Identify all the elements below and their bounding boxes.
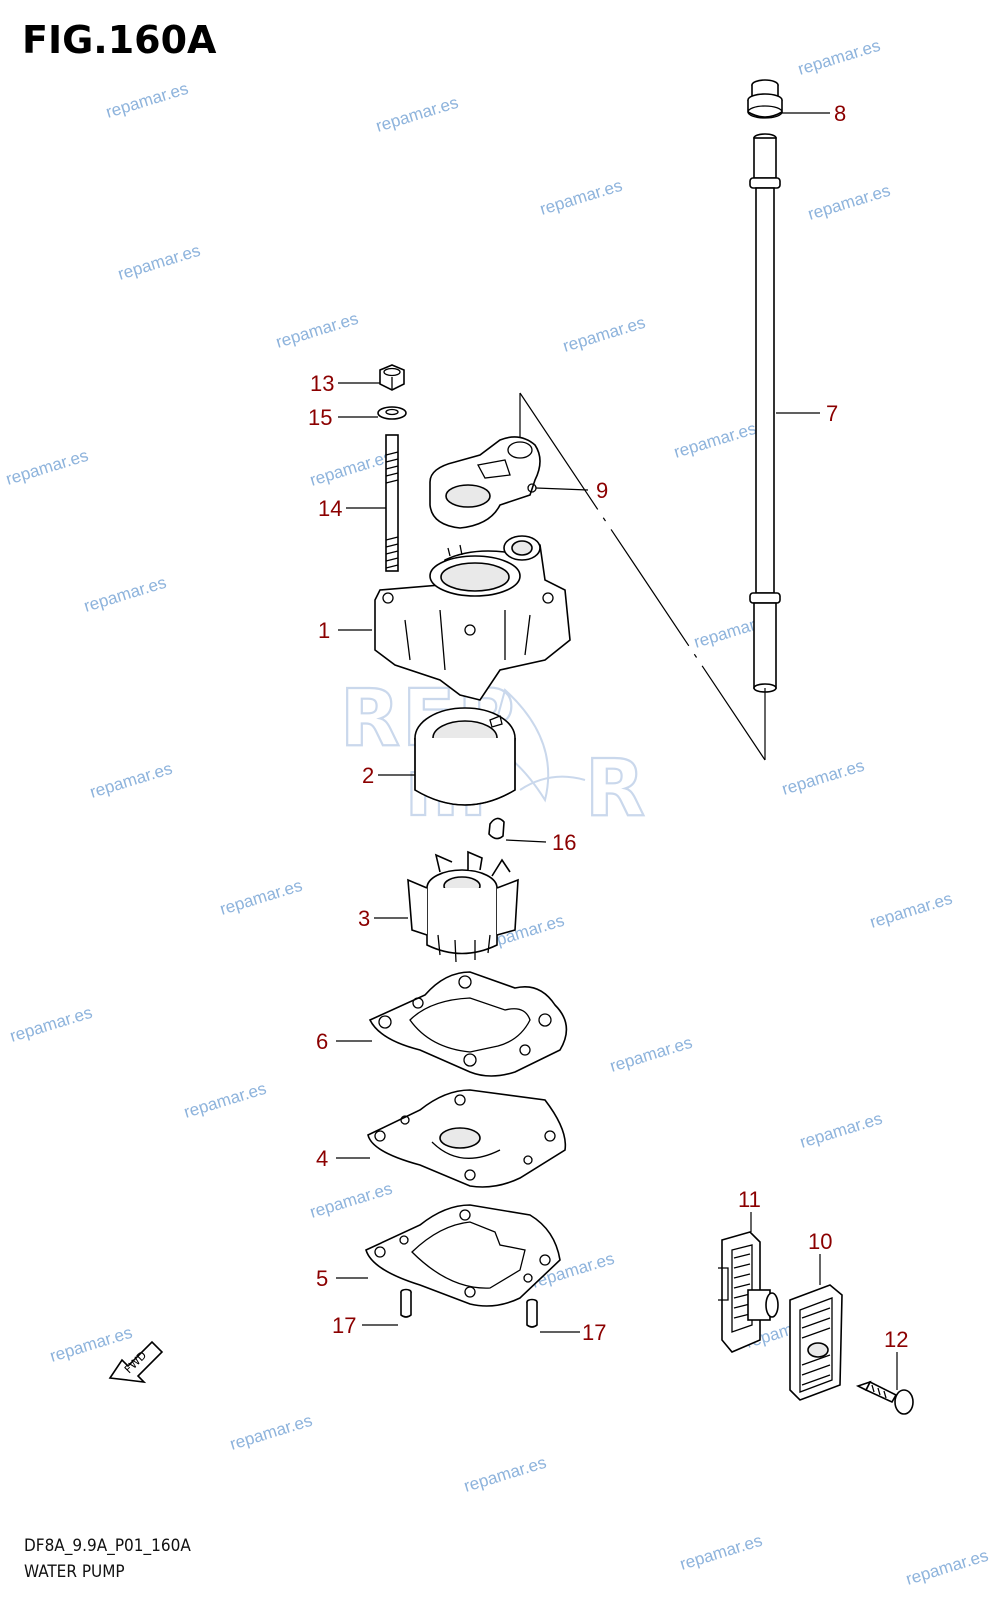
callout-12: 12 [884, 1327, 908, 1352]
watermark-text: repamar.es [228, 1411, 315, 1454]
part-17-dowel-pin-left[interactable] [400, 1288, 412, 1318]
part-5-gasket[interactable] [365, 1204, 561, 1307]
callout-3: 3 [358, 906, 370, 931]
callout-2: 2 [362, 763, 374, 788]
part-2-pump-liner[interactable] [414, 707, 516, 806]
watermark-text: repamar.es [104, 79, 191, 122]
part-3-impeller[interactable] [407, 850, 519, 963]
part-6-gasket[interactable] [368, 971, 568, 1077]
part-11-holder[interactable] [718, 1231, 779, 1353]
watermark-text: repamar.es [82, 573, 169, 616]
part-10-clamp[interactable] [789, 1284, 843, 1401]
watermark-text: repamar.es [8, 1003, 95, 1046]
watermark-text: repamar.es [798, 1109, 885, 1152]
watermark-text: repamar.es [806, 181, 893, 224]
part-12-screw[interactable] [855, 1380, 914, 1415]
callout-16: 16 [552, 830, 576, 855]
callout-17-left: 17 [332, 1313, 356, 1338]
figure-code: DF8A_9.9A_P01_160A [24, 1536, 191, 1556]
watermark-text: repamar.es [4, 446, 91, 489]
callout-7: 7 [826, 401, 838, 426]
watermark-text: repamar.es [780, 756, 867, 799]
callout-17-right: 17 [582, 1320, 606, 1345]
callout-11: 11 [738, 1187, 761, 1212]
callout-1: 1 [318, 618, 330, 643]
callout-10: 10 [808, 1229, 832, 1254]
watermark-text: repamar.es [308, 1179, 395, 1222]
figure-title: FIG.160A [22, 18, 217, 62]
watermark-text: repamar.es [868, 889, 955, 932]
figure-name: WATER PUMP [24, 1562, 125, 1582]
callout-6: 6 [316, 1029, 328, 1054]
part-1-pump-case[interactable] [374, 535, 571, 701]
part-9-tube-guide[interactable] [429, 436, 541, 529]
part-13-nut[interactable] [379, 364, 405, 391]
watermark-text: repamar.es [678, 1531, 765, 1574]
watermark-text: repamar.es [374, 93, 461, 136]
fwd-arrow-icon: FWD [108, 1340, 164, 1384]
callout-9: 9 [596, 478, 608, 503]
part-7-water-tube[interactable] [749, 133, 781, 693]
callout-4: 4 [316, 1146, 328, 1171]
watermark-text: repamar.es [274, 309, 361, 352]
watermark-text: repamar.es [462, 1453, 549, 1496]
part-8-grommet[interactable] [747, 79, 783, 119]
watermark-text: repamar.es [116, 241, 203, 284]
callout-13: 13 [310, 371, 334, 396]
watermark-text: repamar.es [538, 176, 625, 219]
callout-14: 14 [318, 496, 342, 521]
svg-text:R: R [585, 744, 645, 834]
leader-lines [336, 112, 898, 1390]
callout-15: 15 [308, 405, 332, 430]
watermark-text: repamar.es [182, 1079, 269, 1122]
callout-labels: 13 15 14 1 2 16 3 6 4 5 17 17 9 8 7 11 1… [308, 101, 908, 1352]
callout-5: 5 [316, 1266, 328, 1291]
part-14-stud-bolt[interactable] [385, 434, 399, 572]
watermark-text: repamar.es [308, 447, 395, 490]
part-4-plate[interactable] [367, 1089, 567, 1188]
watermark-text: repamar.es [88, 759, 175, 802]
watermark-text: repamar.es [796, 36, 883, 79]
part-16-key[interactable] [488, 817, 505, 840]
part-15-washer[interactable] [377, 406, 407, 420]
watermark-text: repamar.es [904, 1546, 991, 1589]
watermark-text: repamar.es [218, 876, 305, 919]
callout-8: 8 [834, 101, 846, 126]
part-17-dowel-pin-right[interactable] [526, 1298, 538, 1328]
watermark-text: repamar.es [561, 313, 648, 356]
watermark-text: repamar.es [672, 419, 759, 462]
watermark-text: repamar.es [608, 1033, 695, 1076]
